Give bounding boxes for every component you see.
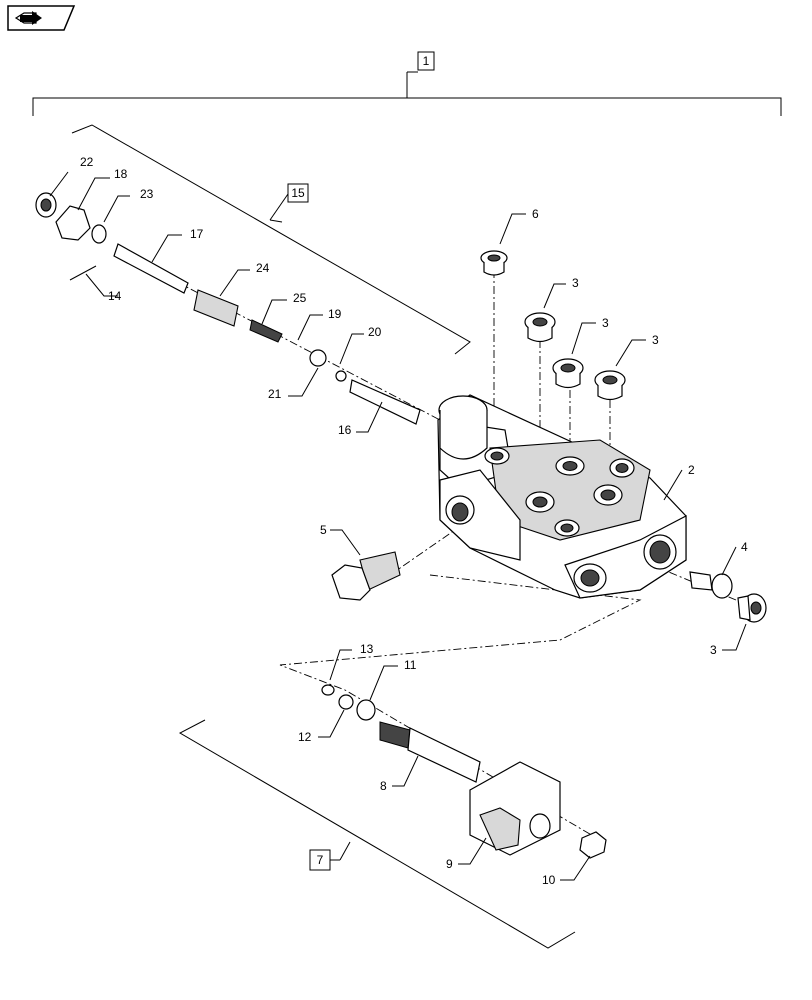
callout-21: 21 bbox=[268, 387, 282, 401]
callout-20: 20 bbox=[368, 325, 382, 339]
assembly-bracket: 1 bbox=[32, 51, 782, 116]
callout-3d: 3 bbox=[710, 643, 717, 657]
forward-page-icon[interactable] bbox=[6, 4, 76, 32]
subassembly-bracket-15: 15 bbox=[71, 124, 471, 355]
leader-lines bbox=[49, 171, 747, 881]
callout-14: 14 bbox=[108, 289, 122, 303]
assembly-label: 1 bbox=[423, 54, 430, 68]
callout-17: 17 bbox=[190, 227, 204, 241]
port-plugs bbox=[480, 250, 767, 623]
callout-12: 12 bbox=[298, 730, 312, 744]
valve-body bbox=[437, 394, 687, 599]
spool-components bbox=[35, 192, 421, 425]
callout-4: 4 bbox=[741, 540, 748, 554]
callout-25: 25 bbox=[293, 291, 307, 305]
hex-plug bbox=[331, 551, 401, 601]
callout-18: 18 bbox=[114, 167, 128, 181]
callout-2: 2 bbox=[688, 463, 695, 477]
callout-24: 24 bbox=[256, 261, 270, 275]
callout-3b: 3 bbox=[602, 316, 609, 330]
solenoid-assembly bbox=[321, 684, 607, 859]
callout-16: 16 bbox=[338, 423, 352, 437]
subassembly-label-7: 7 bbox=[317, 853, 324, 867]
callout-5: 5 bbox=[320, 523, 327, 537]
callout-8: 8 bbox=[380, 779, 387, 793]
callout-9: 9 bbox=[446, 857, 453, 871]
callout-6: 6 bbox=[532, 207, 539, 221]
callout-11: 11 bbox=[404, 658, 417, 672]
callout-3a: 3 bbox=[572, 276, 579, 290]
callout-22: 22 bbox=[80, 155, 94, 169]
subassembly-label-15: 15 bbox=[291, 186, 305, 200]
subassembly-bracket-7: 7 bbox=[178, 719, 576, 949]
callout-3c: 3 bbox=[652, 333, 659, 347]
callout-labels: 22 18 23 17 14 24 25 19 20 21 16 6 3 3 3… bbox=[80, 155, 748, 887]
callout-23: 23 bbox=[140, 187, 154, 201]
callout-13: 13 bbox=[360, 642, 374, 656]
check-valve-cartridge bbox=[689, 571, 733, 599]
callout-19: 19 bbox=[328, 307, 342, 321]
callout-10: 10 bbox=[542, 873, 556, 887]
